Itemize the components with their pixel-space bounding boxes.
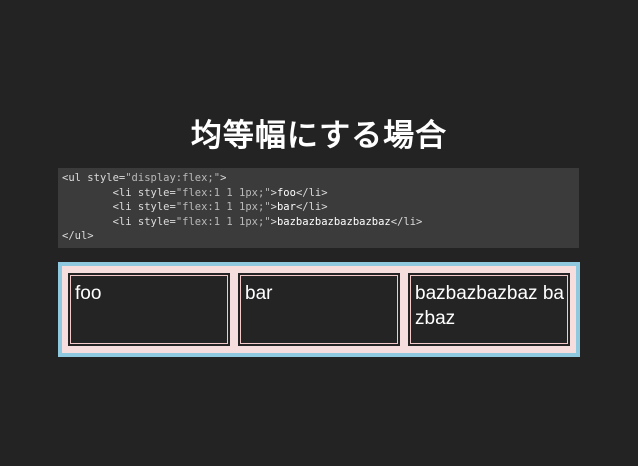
code-token: <li	[112, 215, 138, 228]
code-token: "display:flex;"	[125, 172, 221, 184]
code-line: <li style="flex:1 1 1px;">bazbazbazbazba…	[62, 215, 575, 230]
code-token: "flex:1 1 1px;"	[175, 186, 271, 199]
code-token: "flex:1 1 1px;"	[175, 201, 271, 214]
demo-list-item-foo: foo	[66, 271, 232, 348]
code-token: "flex:1 1 1px;"	[175, 215, 271, 228]
code-line: <li style="flex:1 1 1px;">foo</li>	[62, 186, 575, 201]
code-token: bazbazbazbazbazbaz	[276, 215, 391, 228]
code-token: >	[270, 201, 277, 214]
code-token: <li	[112, 186, 138, 199]
code-token: </ul>	[62, 230, 94, 243]
code-token: style=	[137, 215, 176, 228]
code-token: <ul	[62, 172, 88, 184]
demo-item-label: bar	[245, 283, 273, 304]
code-token	[62, 216, 113, 228]
code-token: bar	[276, 201, 296, 214]
demo-item-label: foo	[75, 283, 102, 304]
code-line: </ul>	[62, 229, 575, 244]
code-token: </li>	[390, 215, 423, 228]
code-token: </li>	[295, 186, 328, 199]
code-token: </li>	[295, 201, 328, 214]
code-token: foo	[276, 186, 296, 199]
slide-title: 均等幅にする場合	[190, 118, 448, 154]
code-token: style=	[87, 172, 126, 184]
code-token	[62, 201, 113, 213]
demo-flex-container-border: foo bar bazbazbazbaz bazbaz	[58, 262, 580, 357]
code-token: >	[220, 172, 227, 184]
code-token	[62, 187, 113, 199]
code-token: style=	[137, 201, 176, 214]
code-token: >	[270, 186, 277, 199]
code-token: <li	[112, 201, 138, 214]
demo-list-item-baz: bazbazbazbaz bazbaz	[406, 271, 572, 348]
code-block: <ul style="display:flex;"> <li style="fl…	[58, 168, 579, 248]
demo-item-label: bazbazbazbaz bazbaz	[415, 283, 564, 329]
code-token: style=	[137, 186, 176, 199]
code-line: <ul style="display:flex;">	[62, 171, 575, 186]
code-token: >	[270, 215, 277, 228]
demo-flex-list: foo bar bazbazbazbaz bazbaz	[62, 266, 576, 353]
demo-list-item-bar: bar	[236, 271, 402, 348]
code-line: <li style="flex:1 1 1px;">bar</li>	[62, 200, 575, 215]
